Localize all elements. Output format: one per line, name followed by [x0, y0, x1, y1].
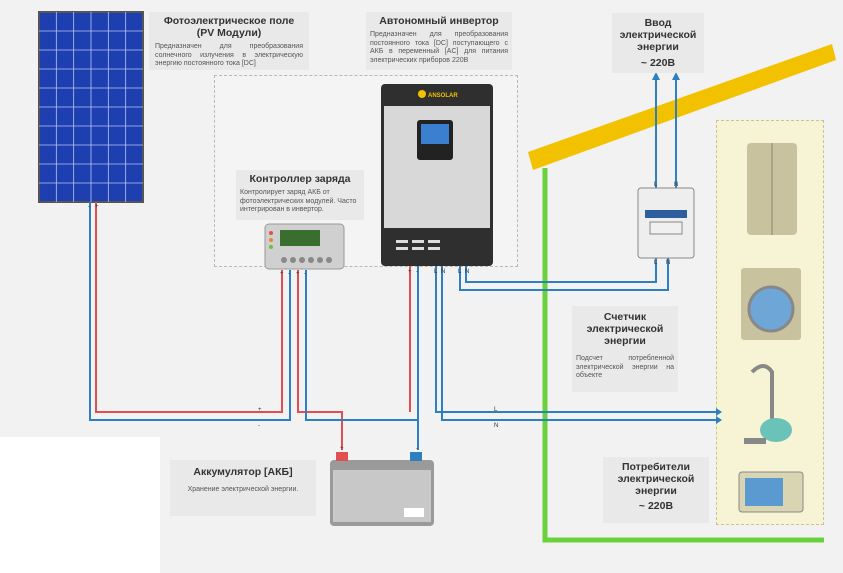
inverter-title: Автономный инвертор	[379, 15, 499, 27]
controller-title: Контроллер заряда	[249, 173, 351, 185]
wire-meter-N	[459, 258, 669, 291]
term-meter-L: L	[654, 182, 658, 188]
grid-label-box: Ввод электрической энергии ~ 220В	[612, 13, 704, 73]
battery-label-box: Аккумулятор [АКБ] Хранение электрической…	[170, 460, 316, 516]
grid-title: Ввод электрической энергии	[619, 17, 697, 53]
inverter-unit	[381, 84, 493, 266]
term-inv-L2: L	[458, 269, 462, 275]
arrow-L	[716, 408, 722, 416]
term-batt-minus: -	[416, 446, 418, 452]
term-pv-minus: -	[88, 204, 90, 210]
washing-machine-icon	[741, 268, 801, 340]
roof	[528, 44, 836, 170]
battery-desc: Хранение электрической энергии.	[187, 486, 299, 493]
controller-label-box: Контроллер заряда Контролирует заряд АКБ…	[236, 170, 364, 220]
grid-voltage: ~ 220В	[640, 57, 676, 69]
term-bus-plus: +	[258, 407, 262, 413]
battery-unit	[330, 452, 434, 526]
term-inv-plus: +	[408, 269, 412, 275]
arrow-grid-L	[652, 72, 660, 80]
meter-desc: Подсчет потребленной электрической энерг…	[576, 355, 674, 380]
term-bus-minus: -	[258, 423, 260, 429]
consumers-label-box: Потребители электрической энергии ~ 220В	[603, 457, 709, 523]
term-inv-L: L	[434, 269, 438, 275]
fridge-icon	[747, 143, 797, 235]
pv-desc: Предназначен для преобразования солнечно…	[155, 43, 303, 68]
meter-title: Счетчик электрической энергии	[586, 311, 664, 347]
arrow-N	[716, 416, 722, 424]
term-inv-N: N	[441, 269, 445, 275]
term-inv-N2: N	[465, 269, 469, 275]
ground-line	[542, 168, 824, 543]
wire-ctrl-batt-plus	[297, 270, 343, 450]
battery-title: Аккумулятор [АКБ]	[193, 466, 293, 478]
meter-label-box: Счетчик электрической энергии Подсчет по…	[572, 306, 678, 392]
wire-ctrl-batt-minus	[305, 270, 419, 450]
microwave-icon	[738, 471, 804, 513]
consumers-title: Потребители электрической энергии	[617, 461, 695, 497]
solar-panel	[38, 11, 144, 203]
consumers-voltage: ~ 220В	[638, 500, 674, 512]
inverter-brand: ANSOLAR	[428, 93, 458, 99]
term-meter-N2: N	[666, 260, 670, 266]
term-batt-plus: +	[340, 446, 344, 452]
blank-area	[0, 437, 160, 573]
inverter-desc: Предназначен для преобразования постоянн…	[370, 31, 508, 64]
term-bus-N: N	[494, 423, 498, 429]
vacuum-cleaner-icon	[744, 364, 792, 444]
term-meter-N: N	[674, 182, 678, 188]
arrow-grid-N	[672, 72, 680, 80]
term-ctrl-1: +	[280, 271, 284, 277]
pv-label-box: Фотоэлектрическое поле (PV Модули) Предн…	[149, 12, 309, 70]
wire-inv-out-L	[435, 266, 720, 413]
term-ctrl-3: +	[296, 271, 300, 277]
wire-pv-minus	[89, 202, 291, 421]
term-bus-L: L	[494, 407, 498, 413]
meter-unit	[637, 187, 695, 259]
term-pv-plus: +	[95, 204, 99, 210]
term-inv-minus: -	[416, 269, 418, 275]
wire-meter-L	[465, 258, 657, 283]
term-ctrl-4: -	[304, 271, 306, 277]
charge-controller-unit	[264, 223, 345, 270]
controller-desc: Контролирует заряд АКБ от фотоэлектричес…	[240, 189, 357, 214]
term-ctrl-2: -	[288, 271, 290, 277]
wire-inv-out-N	[441, 266, 720, 421]
wire-pv-plus	[95, 202, 283, 413]
inverter-label-box: Автономный инвертор Предназначен для пре…	[366, 12, 512, 70]
pv-title: Фотоэлектрическое поле (PV Модули)	[163, 15, 295, 39]
term-meter-L2: L	[654, 260, 658, 266]
